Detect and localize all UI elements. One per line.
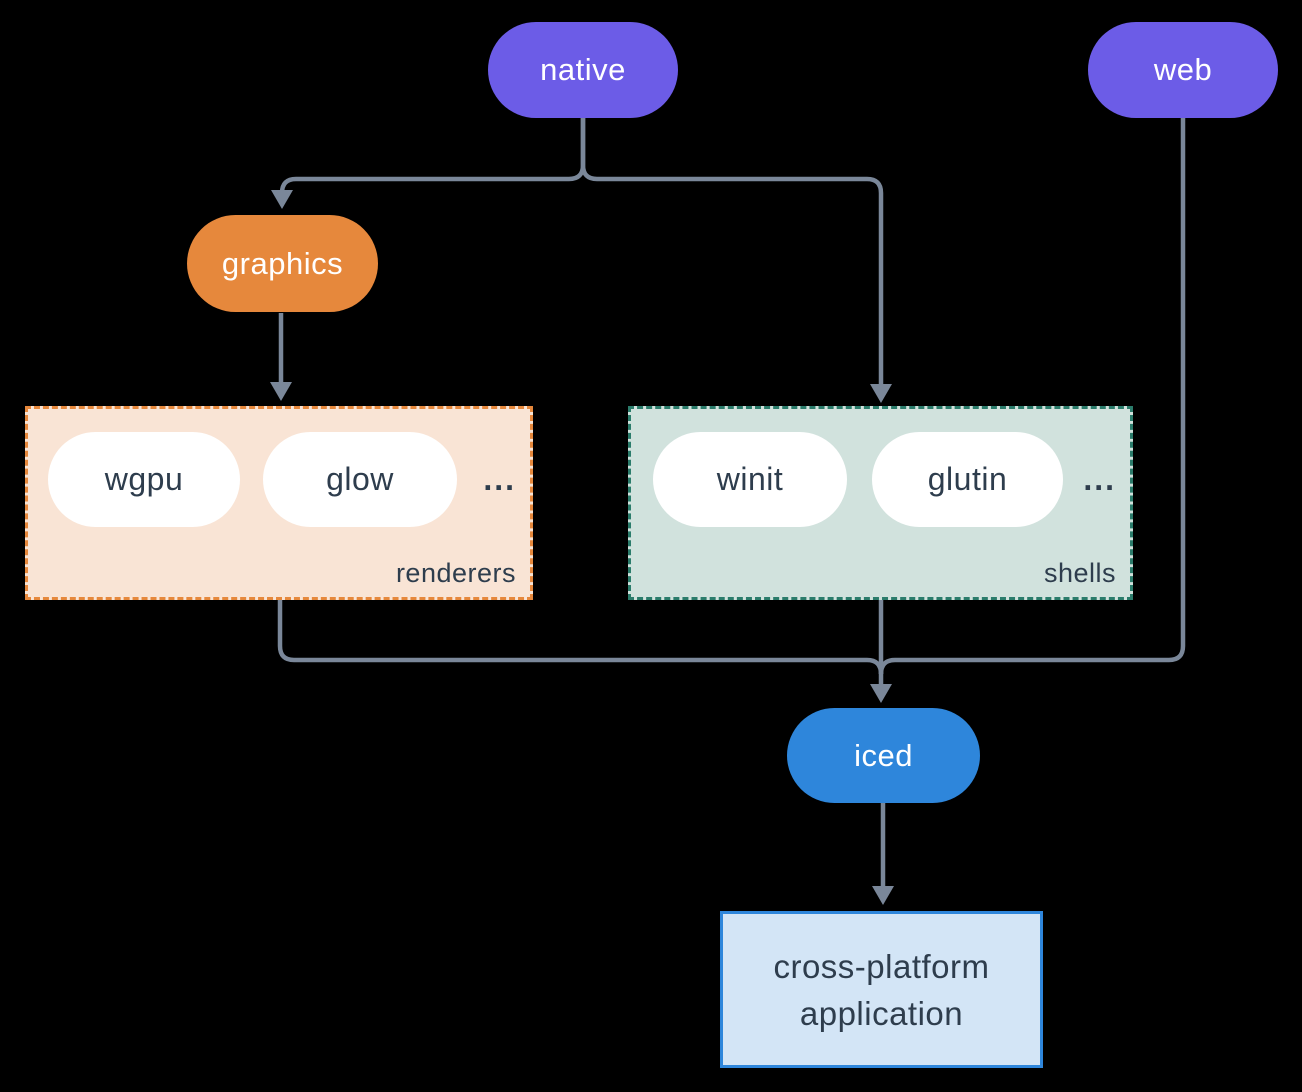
- arrowhead-iced: [870, 684, 892, 703]
- shells-ellipsis: ...: [1083, 461, 1116, 497]
- group-renderers: wgpu glow ... renderers: [25, 406, 533, 600]
- node-glutin-label: glutin: [927, 461, 1008, 497]
- node-web-label: web: [1153, 52, 1213, 87]
- application-label-line2: application: [799, 994, 964, 1032]
- node-native: native: [488, 22, 678, 118]
- arrowhead-graphics: [271, 190, 293, 209]
- shells-group-label: shells: [1043, 558, 1116, 588]
- node-graphics-label: graphics: [221, 245, 344, 281]
- node-glow: glow: [263, 432, 457, 527]
- node-winit-label: winit: [716, 461, 784, 497]
- renderers-ellipsis: ...: [483, 461, 516, 497]
- arrowhead-renderers: [270, 382, 292, 401]
- node-glutin: glutin: [872, 432, 1063, 527]
- node-iced: iced: [787, 708, 980, 803]
- edge-native-graphics: [279, 118, 586, 194]
- node-winit: winit: [653, 432, 847, 527]
- arrowhead-shells: [870, 384, 892, 403]
- node-graphics: graphics: [187, 215, 378, 312]
- edge-renderers-junction: [277, 600, 884, 675]
- node-web: web: [1088, 22, 1278, 118]
- node-glow-label: glow: [326, 461, 394, 497]
- renderers-group-label: renderers: [395, 558, 516, 588]
- node-wgpu: wgpu: [48, 432, 240, 527]
- node-cross-platform-application: cross-platform application: [720, 911, 1043, 1068]
- arrowhead-application: [872, 886, 894, 905]
- edge-native-shells: [580, 118, 884, 388]
- node-iced-label: iced: [854, 737, 913, 773]
- node-wgpu-label: wgpu: [104, 461, 184, 497]
- node-native-label: native: [540, 52, 626, 87]
- group-shells: winit glutin ... shells: [628, 406, 1133, 600]
- application-label-line1: cross-platform: [773, 947, 990, 985]
